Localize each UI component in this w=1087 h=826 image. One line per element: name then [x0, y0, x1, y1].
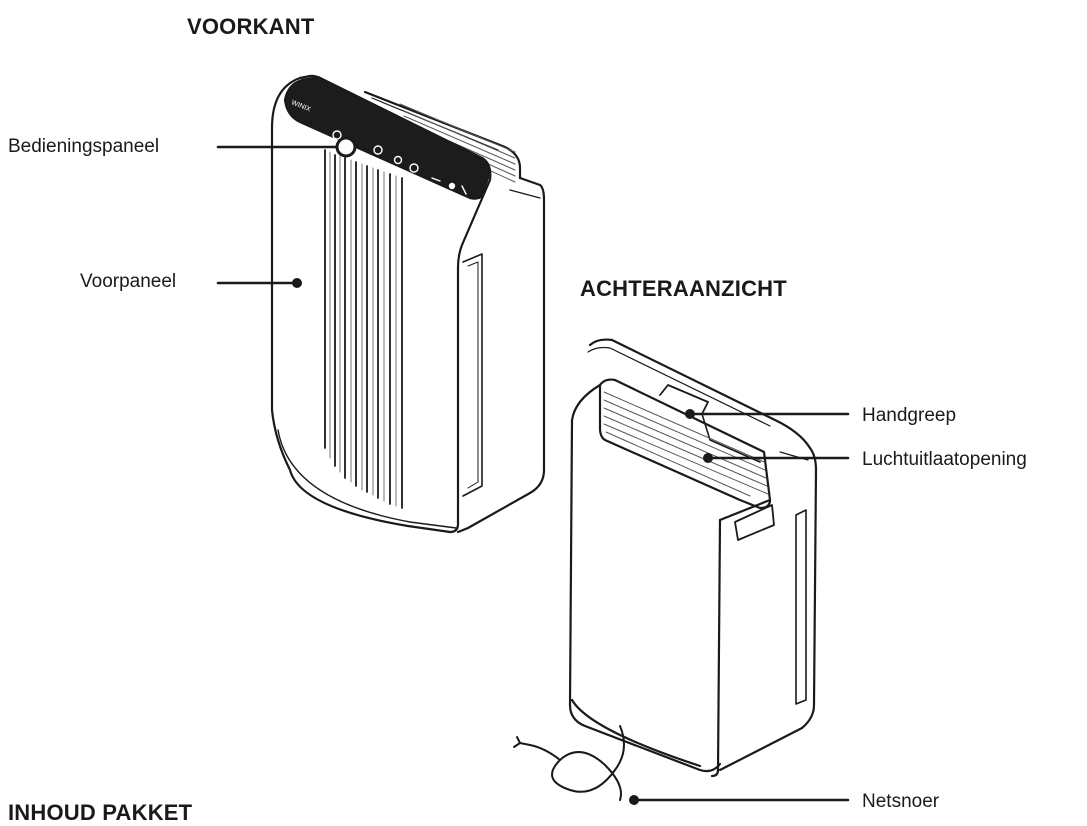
air-outlet-marker	[703, 453, 713, 463]
control-panel-label: Bedieningspaneel	[8, 136, 160, 157]
handle-label: Handgreep	[862, 405, 957, 426]
front-panel-label: Voorpaneel	[80, 271, 177, 292]
callout-markers	[292, 136, 713, 805]
control-panel-marker	[335, 136, 357, 158]
back-unit-drawing	[513, 338, 818, 801]
power-cord-marker	[629, 795, 639, 805]
back-view-heading: ACHTERAANZICHT	[580, 276, 787, 301]
handle-marker	[685, 409, 695, 419]
front-unit-drawing	[270, 74, 546, 534]
package-contents-heading: INHOUD PAKKET	[8, 800, 193, 825]
callout-lines	[216, 145, 850, 802]
power-cord-label: Netsnoer	[862, 791, 940, 812]
front-panel-marker	[292, 278, 302, 288]
front-view-heading: VOORKANT	[187, 14, 315, 39]
panel-icons	[332, 130, 467, 195]
air-outlet-label: Luchtuitlaatopening	[862, 449, 1027, 470]
